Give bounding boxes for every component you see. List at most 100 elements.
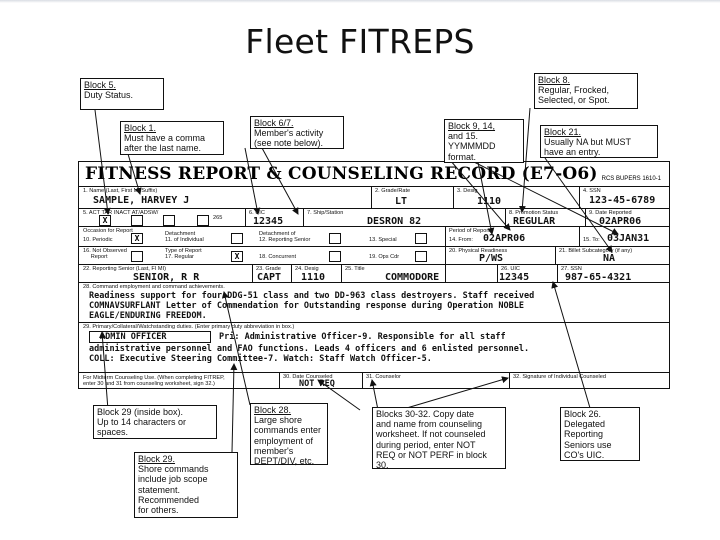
callout-block-5: Block 5. Duty Status. [80,78,164,110]
slide-title: Fleet FITREPS [245,22,475,61]
value-counseled[interactable]: NOT REQ [299,379,335,389]
label-block-23: 23. Grade [256,266,281,272]
label-block-24: 24. Desig [295,266,319,272]
row-divider [79,246,669,247]
label-block-20: 20. Physical Readiness [449,248,508,254]
label-block-1: 1. Name (Last, First MI Suffix) [83,188,158,194]
value-rs-grade[interactable]: CAPT [257,272,282,283]
arrow-block-32 [399,376,509,411]
ops-cdr-box[interactable] [415,251,427,262]
label-block-10: 10. Periodic [83,237,113,243]
duty-status-atadsw-box[interactable] [197,215,209,226]
callout-block-8: Block 8. Regular, Frocked, Selected, or … [534,73,638,109]
value-physical-readiness[interactable]: P/WS [479,253,504,264]
arrow-block-26 [551,281,591,409]
arrow-block-29-box [98,331,109,411]
row-divider [79,282,669,283]
b28-line[interactable]: EAGLE/ENDURING FREEDOM. [89,311,207,321]
regular-box[interactable]: X [231,251,243,262]
label-midterm: For Midterm Counseling Use. (When comple… [83,375,225,387]
value-date-reported[interactable]: 02APR06 [599,216,642,227]
value-to[interactable]: 03JAN31 [607,233,650,244]
label-block-27: 27. SSN [561,266,582,272]
label-block-26: 26. UIC [501,266,520,272]
callout-block-28: Block 28. Large shore commands enter emp… [250,403,328,466]
label-block-14: 14. From: [449,237,473,243]
value-rs-name[interactable]: SENIOR, R R [133,272,200,283]
special-box[interactable] [415,233,427,244]
arrow-block-15 [469,159,619,235]
arrow-block-9 [477,161,495,235]
label-block-17: Type of Report 17. Regular [165,248,202,260]
concurrent-box[interactable] [329,251,341,262]
label-block-15: 15. To: [583,237,600,243]
callout-blocks-30-32: Blocks 30-32. Copy date and name from co… [372,407,506,470]
b29-line[interactable]: administrative personnel and FAO functio… [89,344,530,354]
b29-line[interactable]: COLL: Executive Steering Committee-7. Wa… [89,354,432,364]
value-uic[interactable]: 12345 [253,216,284,227]
value-grade[interactable]: LT [395,196,408,207]
b28-line[interactable]: COMNAVSURFLANT Letter of Commendation fo… [89,301,524,311]
arrow-block-30 [317,379,361,411]
detachment-individual-box[interactable] [231,233,243,244]
label-block-16: 16. Not Observed Report [83,248,127,260]
value-rs-uic[interactable]: 12345 [499,272,530,283]
row-divider [79,208,669,209]
callout-block-6-7: Block 6/7. Member's activity (see note b… [250,116,344,149]
label-block-5b: 265 [213,215,223,221]
label-block-5: 5. ACT TAR INACT AT/ADSW/ [83,210,159,216]
primary-duty-box[interactable]: ADMIN OFFICER [89,331,211,343]
value-desig[interactable]: 1110 [477,196,502,207]
arrow-block-31 [369,379,379,411]
label-block-18: 18. Concurrent [259,254,297,260]
duty-status-act-box[interactable]: X [99,215,111,226]
value-name[interactable]: SAMPLE, HARVEY J [93,195,190,206]
label-block-29: 29. Primary/Collateral/Watchstanding dut… [83,324,295,330]
arrow-block-5 [94,109,111,215]
b29-line[interactable]: Pri: Administrative Officer-9. Responsib… [219,332,506,342]
callout-block-29-inside: Block 29 (inside box). Up to 14 characte… [93,405,217,439]
value-billet[interactable]: NA [603,253,616,264]
value-from[interactable]: 02APR06 [483,233,526,244]
callout-block-9-14-15: Block 9, 14, and 15. YYMMMDD format. [444,119,524,163]
value-rs-title[interactable]: COMMODORE [385,272,440,283]
value-rs-desig[interactable]: 1110 [301,272,326,283]
value-station[interactable]: DESRON 82 [367,216,422,227]
callout-block-29-shore: Block 29. Shore commands include job sco… [134,452,238,518]
row-divider [79,226,669,227]
arrow-block-6 [244,147,261,215]
detachment-rs-box[interactable] [329,233,341,244]
arrow-block-1 [127,153,142,195]
label-block-22: 22. Reporting Senior (Last, FI MI) [83,266,167,272]
label-block-19: 19. Ops Cdr [369,254,400,260]
rcs-number: RCS BUPERS 1610-1 [601,176,661,182]
b28-line[interactable]: Readiness support for four DDG-51 class … [89,291,535,301]
label-block-25: 25. Title [345,266,365,272]
row-divider [79,322,669,323]
duty-status-tar-box[interactable] [131,215,143,226]
value-primary-duty: ADMIN OFFICER [100,332,167,342]
label-block-21: 21. Billet Subcategory (if any) [559,248,633,254]
value-rs-ssn[interactable]: 987-65-4321 [565,272,632,283]
duty-status-inact-box[interactable] [163,215,175,226]
value-promotion[interactable]: REGULAR [513,216,556,227]
label-occasion: Occasion for Report [83,228,133,234]
label-block-3: 3. Desig [457,188,478,194]
label-block-31: 31. Counselor [366,374,401,380]
row-divider [79,186,669,187]
label-block-2: 2. Grade/Rate [375,188,411,194]
fitrep-form: FITNESS REPORT & COUNSELING RECORD (E7-O… [78,161,670,389]
callout-block-1: Block 1. Must have a comma after the las… [120,121,224,155]
not-observed-box[interactable] [131,251,143,262]
callout-block-21: Block 21. Usually NA but MUST have an en… [540,125,658,158]
callout-block-26: Block 26. Delegated Reporting Seniors us… [560,407,640,461]
label-period: Period of Report [449,228,490,234]
value-ssn[interactable]: 123-45-6789 [589,195,656,206]
label-block-9: 9. Date Reported [589,210,632,216]
periodic-box[interactable]: X [131,233,143,244]
label-block-30: 30. Date Counseled [283,374,333,380]
row-divider [79,264,669,265]
arrow-block-21 [544,157,613,253]
